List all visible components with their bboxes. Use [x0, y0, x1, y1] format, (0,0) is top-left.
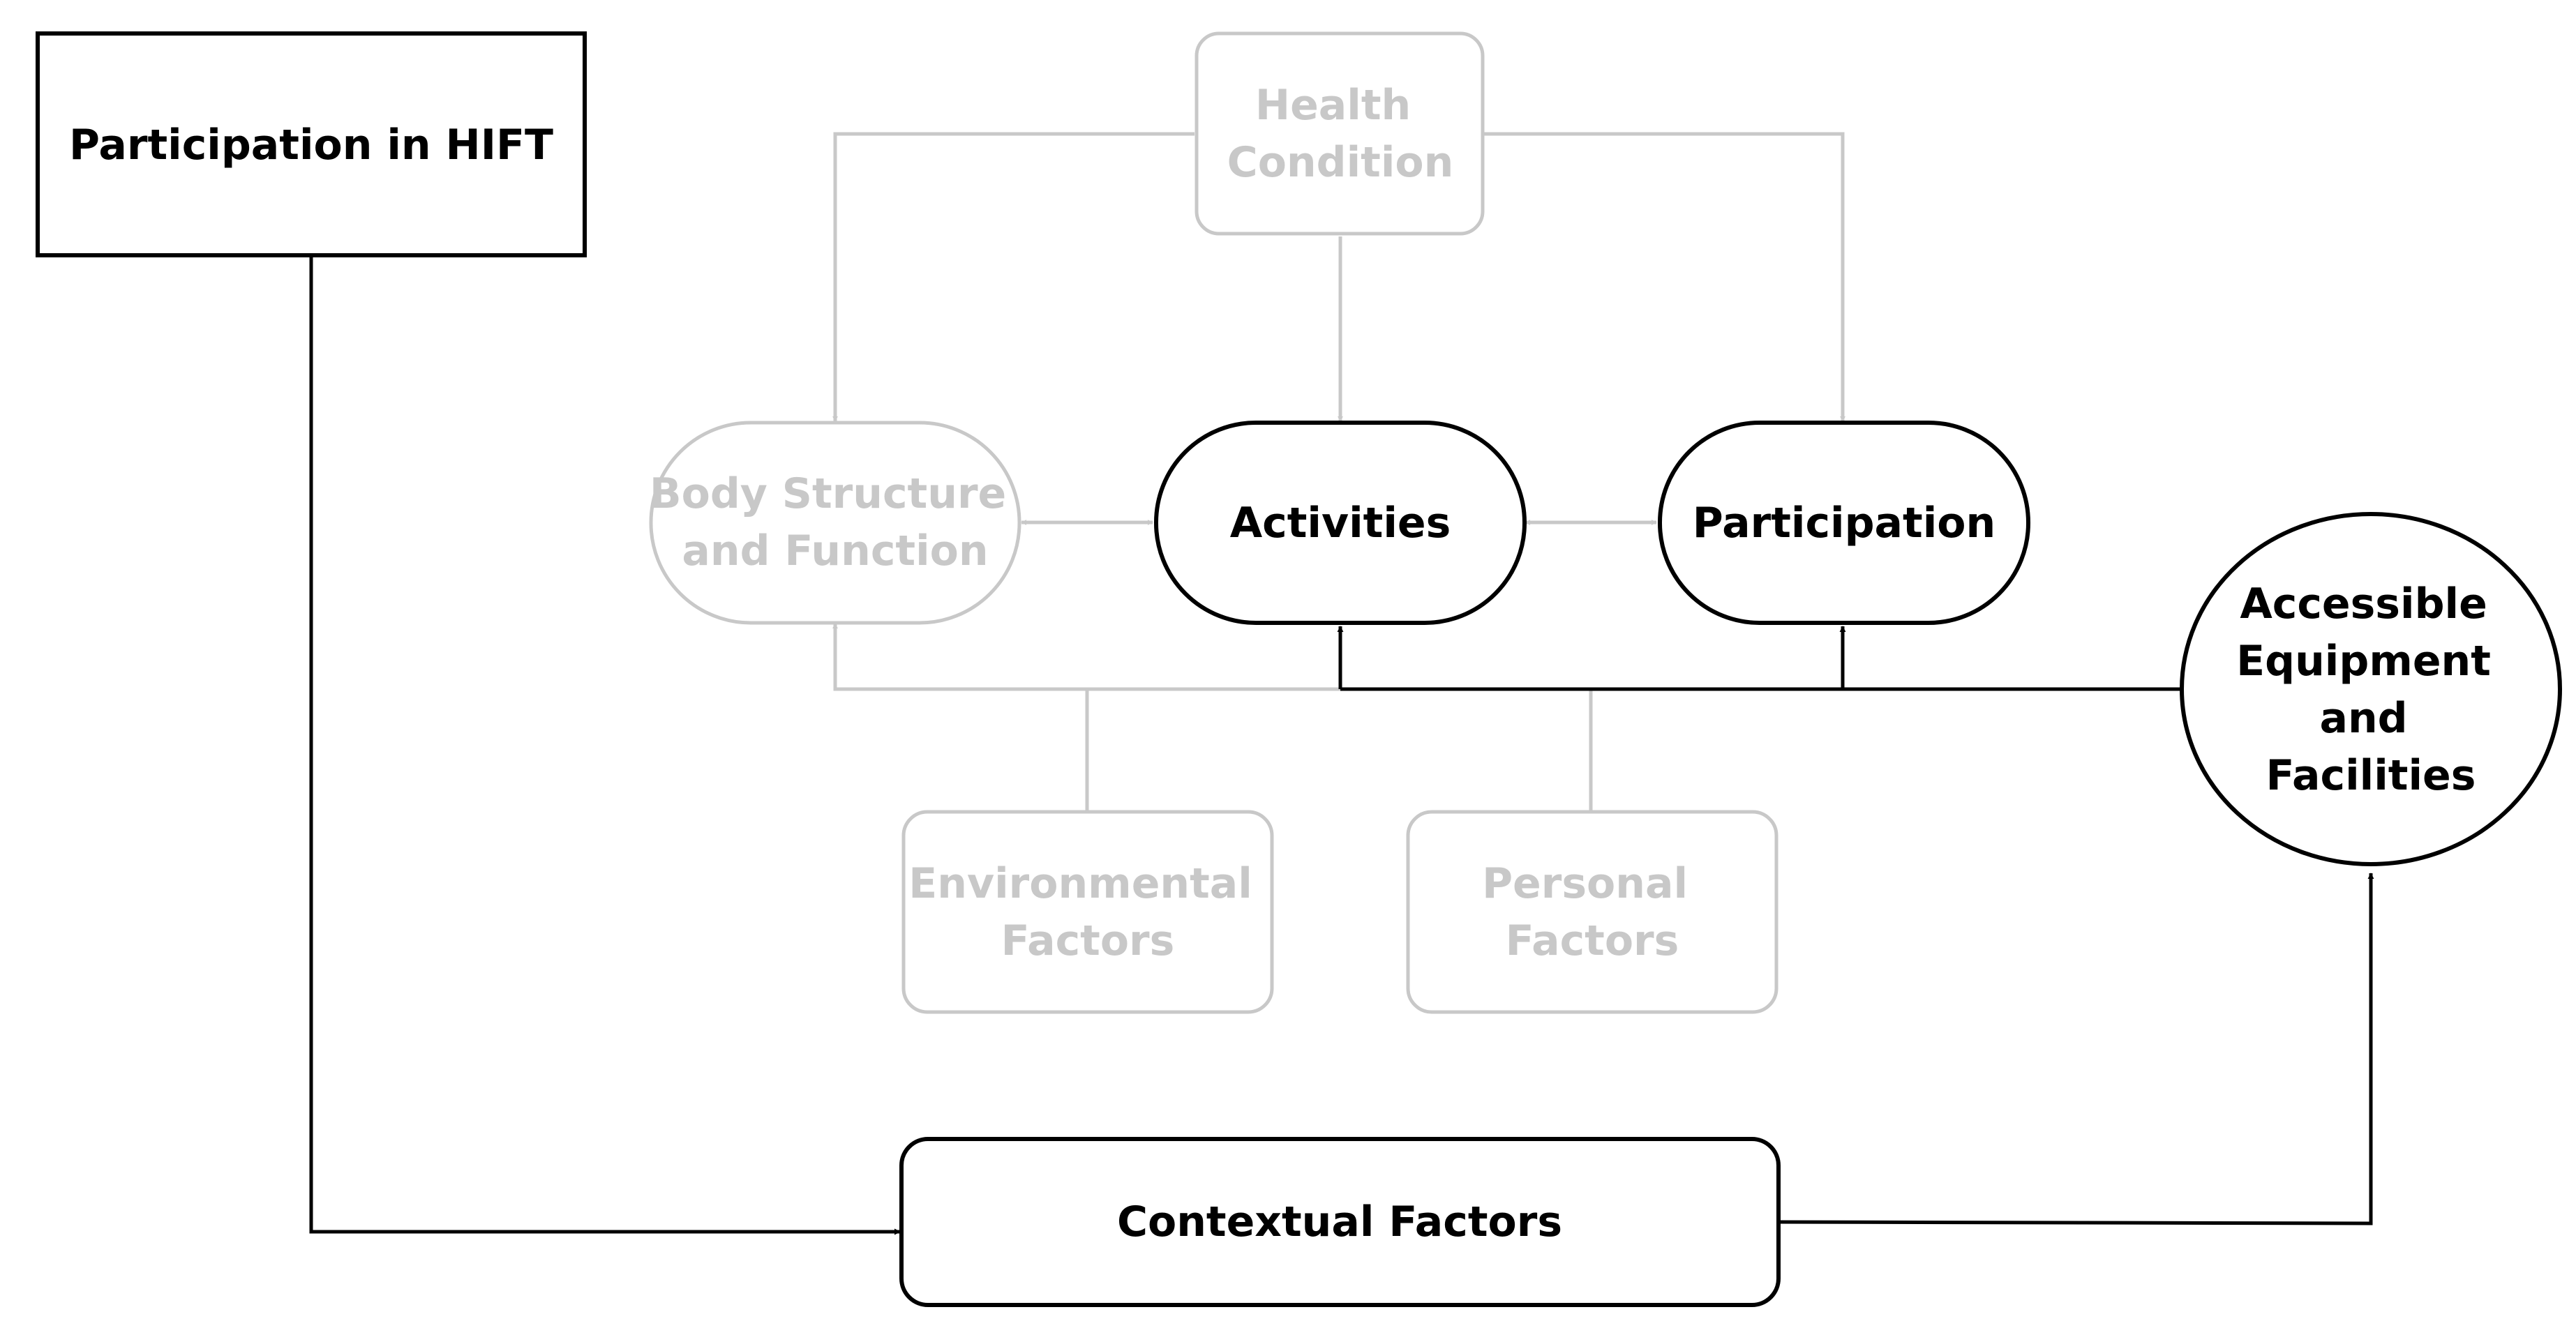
edge-hift-to-contextual	[309, 255, 901, 1235]
node-accessible-equipment-and-facilities: Accessible Equipment and Facilities	[2180, 512, 2562, 866]
faded-connectors	[832, 132, 1845, 810]
node-personal-factors: Personal Factors	[1406, 810, 1779, 1014]
strong-connectors	[309, 255, 2374, 1235]
label-health-condition: Health Condition	[1227, 81, 1454, 187]
edge-contextual-to-accessible	[1776, 873, 2374, 1225]
node-health-condition: Health Condition	[1195, 31, 1485, 236]
label-environmental-factors: Environmental Factors	[908, 859, 1266, 965]
node-participation-in-hift: Participation in HIFT	[36, 31, 587, 257]
node-environmental-factors: Environmental Factors	[901, 810, 1274, 1014]
label-participation: Participation	[1693, 499, 1995, 548]
label-contextual-factors: Contextual Factors	[1117, 1198, 1562, 1246]
node-participation: Participation	[1658, 421, 2030, 625]
node-contextual-factors: Contextual Factors	[899, 1137, 1781, 1307]
label-participation-in-hift: Participation in HIFT	[69, 121, 553, 169]
edge-health-to-body	[832, 132, 1195, 422]
label-personal-factors: Personal Factors	[1482, 859, 1702, 965]
node-activities: Activities	[1154, 421, 1527, 625]
label-accessible-equipment: Accessible Equipment and Facilities	[2236, 580, 2506, 800]
node-body-structure-and-function: Body Structure and Function	[649, 421, 1021, 625]
label-activities: Activities	[1230, 499, 1451, 548]
edge-bus-to-body	[832, 623, 1340, 691]
label-body-structure: Body Structure and Function	[650, 469, 1021, 575]
edge-health-to-participation	[1484, 132, 1845, 422]
